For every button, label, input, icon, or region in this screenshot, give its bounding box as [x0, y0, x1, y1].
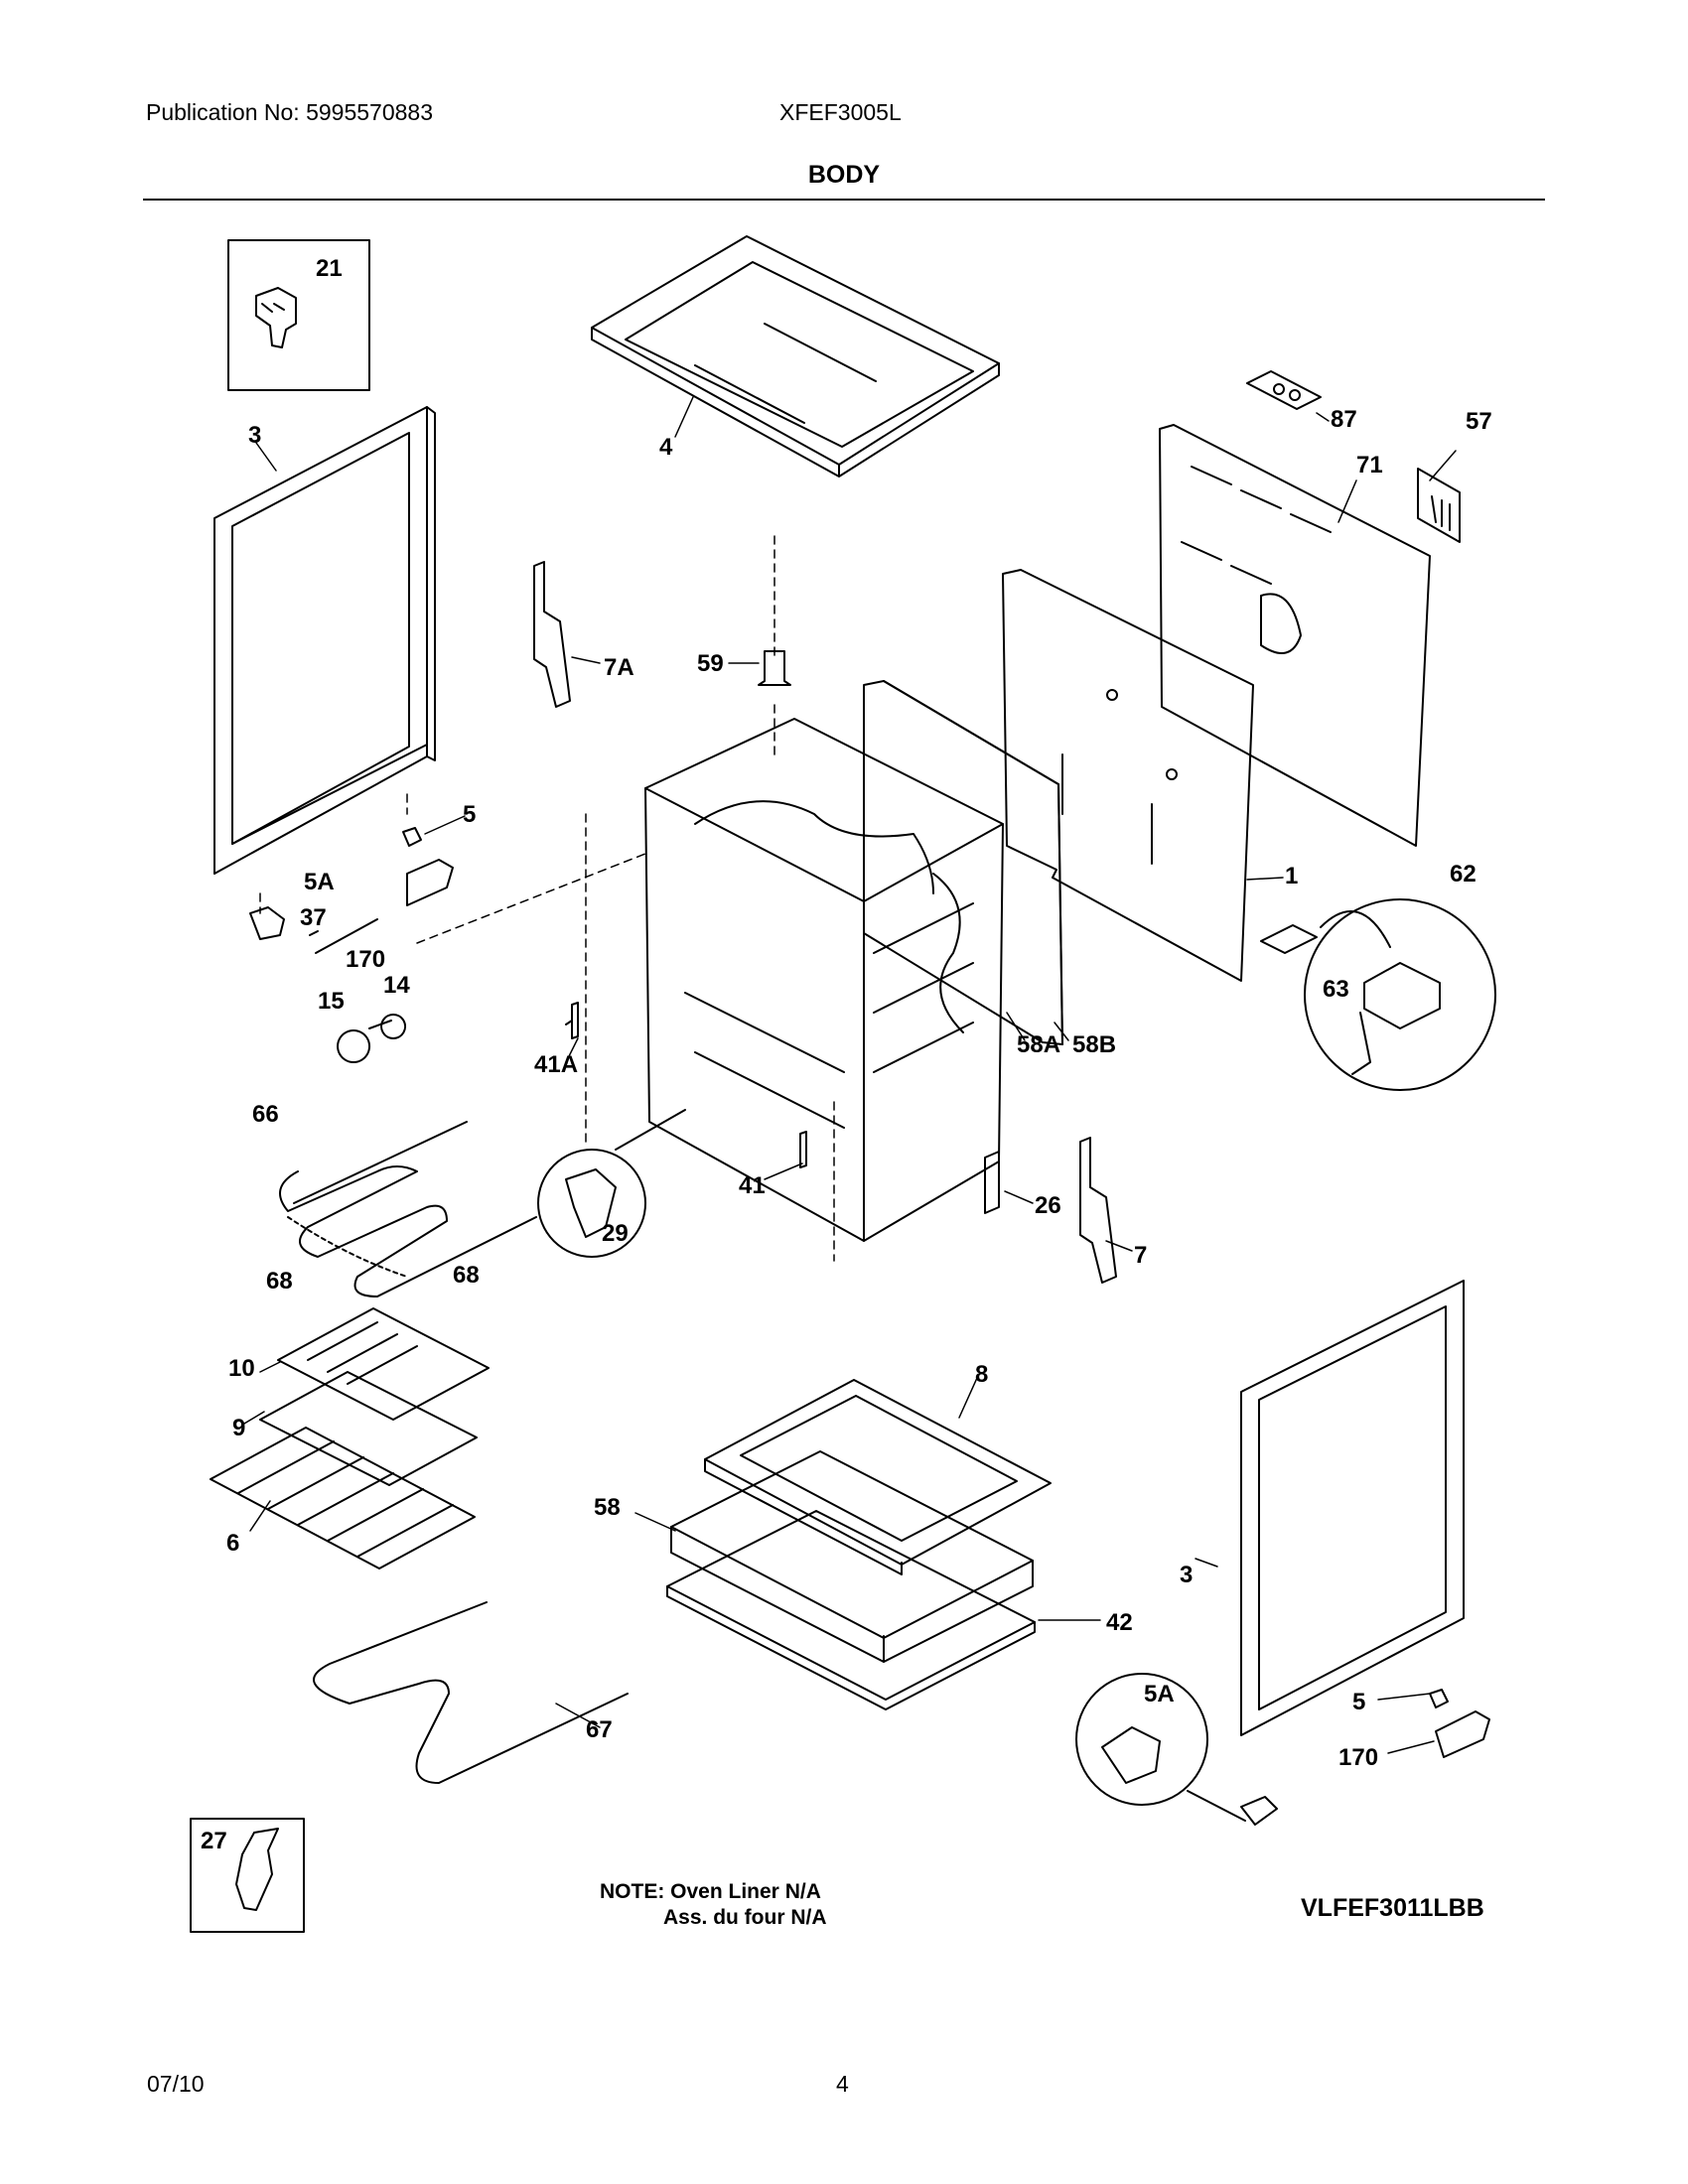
callout-170-label: 170: [346, 946, 385, 973]
callout-5-label: 5: [463, 801, 476, 828]
note-line-2: Ass. du four N/A: [663, 1906, 827, 1929]
callout-21-label: 21: [316, 255, 343, 282]
callout-10-label: 10: [228, 1355, 255, 1382]
callout-67-label: 67: [586, 1716, 613, 1743]
callout-63-label: 63: [1323, 976, 1349, 1003]
callout-66-label: 66: [252, 1101, 279, 1128]
publication-number: Publication No: 5995570883: [146, 99, 434, 125]
inset-29: [537, 1109, 686, 1258]
part-57: [1417, 468, 1461, 543]
callout-170-label: 170: [1338, 1744, 1378, 1771]
hinge-7a: [533, 561, 571, 708]
footer-date: 07/10: [147, 2071, 205, 2097]
side-panel-left: [213, 406, 436, 875]
callout-57-label: 57: [1466, 408, 1492, 435]
callout-58a-label: 58A: [1017, 1031, 1060, 1058]
callout-87-label: 87: [1331, 406, 1357, 433]
part-87: [1246, 370, 1322, 410]
callout-3-label: 3: [248, 422, 261, 449]
part-59: [758, 650, 791, 686]
callout-4-label: 4: [659, 434, 673, 461]
page-title: BODY: [807, 161, 881, 189]
callout-9-label: 9: [232, 1415, 245, 1441]
brackets: [565, 1002, 1000, 1214]
oven-bottom-8: [704, 1379, 1052, 1575]
side-panel-right: [1240, 1280, 1465, 1736]
callout-27-label: 27: [201, 1828, 227, 1854]
callout-26-label: 26: [1035, 1192, 1061, 1219]
hinge-7: [1079, 1137, 1117, 1284]
broil-element: [279, 1121, 537, 1297]
callout-58-label: 58: [594, 1494, 621, 1521]
callout-5-label: 5: [1352, 1689, 1365, 1715]
left-hardware-cluster: [249, 827, 454, 1063]
callout-41a-label: 41A: [534, 1051, 578, 1078]
callout-68-label: 68: [266, 1268, 293, 1295]
callout-5a-label: 5A: [1144, 1681, 1175, 1707]
back-panel-outer: [1159, 424, 1431, 847]
callout-14-label: 14: [383, 972, 410, 999]
footer-page: 4: [836, 2071, 849, 2097]
callout-41-label: 41: [739, 1172, 766, 1199]
callout-8-label: 8: [975, 1361, 988, 1388]
callout-1-label: 1: [1285, 863, 1298, 889]
header-divider: [143, 199, 1545, 201]
callout-5a-label: 5A: [304, 869, 335, 895]
callout-7-label: 7: [1134, 1242, 1147, 1269]
callout-7a-label: 7A: [604, 654, 634, 681]
callout-6-label: 6: [226, 1530, 239, 1557]
note-line-1: NOTE: Oven Liner N/A: [600, 1880, 821, 1903]
callout-68-label: 68: [453, 1262, 480, 1289]
callout-29-label: 29: [602, 1220, 629, 1247]
bottom-pan-42: [666, 1510, 1036, 1710]
callout-15-label: 15: [318, 988, 345, 1015]
callout-71-label: 71: [1356, 452, 1383, 478]
insulation-58: [670, 1450, 1034, 1663]
callout-3-label: 3: [1180, 1562, 1193, 1588]
oven-body: [644, 718, 1004, 1242]
right-hardware: [1240, 1689, 1490, 1826]
inset-5a: [1075, 1673, 1246, 1822]
part-62-small: [1260, 924, 1318, 954]
diagram-code: VLFEF3011LBB: [1301, 1894, 1484, 1922]
broil-pan: [259, 1307, 490, 1486]
callout-59-label: 59: [697, 650, 724, 677]
top-panel: [591, 235, 1000, 478]
model-number: XFEF3005L: [779, 99, 902, 125]
inset-62-63: [1304, 898, 1496, 1091]
callout-62-label: 62: [1450, 861, 1477, 887]
bake-element: [313, 1601, 629, 1784]
rear-wall-1: [1002, 569, 1254, 982]
leader-lines: [243, 396, 1457, 1754]
callout-42-label: 42: [1106, 1609, 1133, 1636]
part-21-inset: [227, 239, 370, 391]
oven-rack: [210, 1427, 476, 1570]
callout-37-label: 37: [300, 904, 327, 931]
callout-58b-label: 58B: [1072, 1031, 1116, 1058]
arrow-62: [1320, 910, 1391, 948]
part-27-inset: [190, 1818, 305, 1933]
